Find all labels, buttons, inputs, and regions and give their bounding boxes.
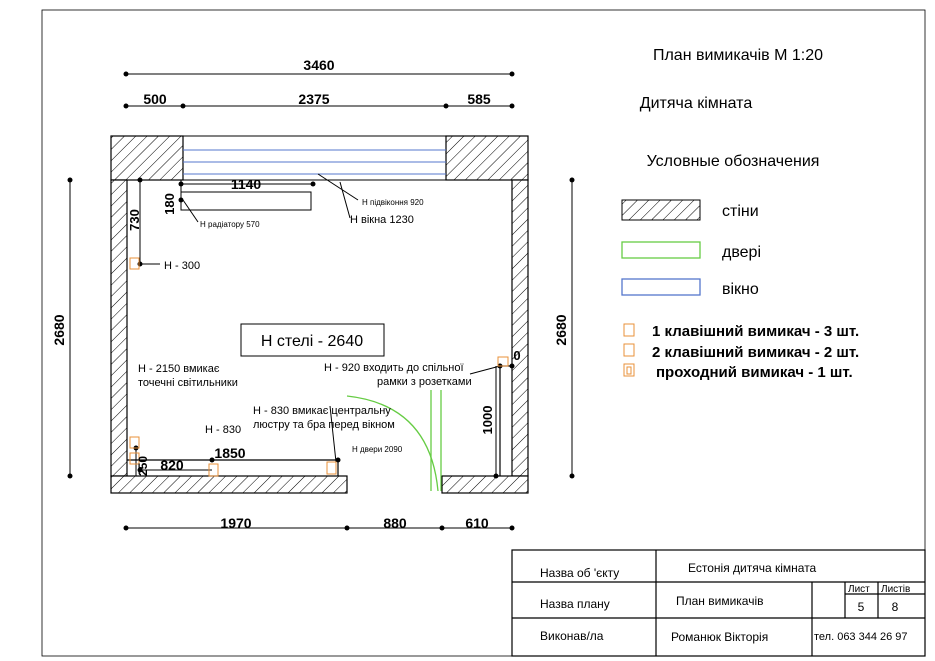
switch-1key-icon	[326, 461, 337, 475]
switch-2key-icon	[129, 452, 140, 465]
tb-phone: тел. 063 344 26 97	[814, 631, 908, 643]
dim-total-width: 3460	[303, 57, 334, 73]
legend-switchpass-label: проходний вимикач - 1 шт.	[656, 364, 853, 381]
note-h2150-line1: Н - 2150 вмикає	[138, 363, 220, 375]
note-h920-line2: рамки з розетками	[377, 376, 472, 388]
legend-title: Условные обозначения	[647, 153, 820, 170]
switch-1key-icon	[208, 463, 219, 477]
dim-bottom-left: 1970	[220, 515, 251, 531]
wall-left	[110, 179, 128, 477]
dim-bottom-mid: 880	[383, 515, 407, 531]
dim-top-mid: 2375	[298, 91, 329, 107]
wall-bottom-right	[441, 475, 529, 494]
tb-sheets-label: Листів	[881, 584, 910, 595]
note-window-height: Н вікна 1230	[350, 214, 414, 226]
legend-windows-swatch	[621, 278, 701, 296]
note-switch-h300: Н - 300	[164, 260, 200, 272]
dim-radiator-offset: 180	[162, 193, 177, 215]
legend-switchpass-icon	[623, 363, 635, 377]
legend-switch1-label: 1 клавішний вимикач - 3 шт.	[652, 323, 859, 340]
switch-pass-icon	[497, 356, 509, 367]
ceiling-box	[240, 323, 385, 357]
legend-windows-label: вікно	[722, 281, 759, 298]
tb-author-value: Романюк Вікторія	[671, 630, 768, 644]
tb-author-label: Виконав/ла	[540, 629, 604, 643]
legend-switch2-label: 2 клавішний вимикач - 2 шт.	[652, 344, 859, 361]
legend-switch1-icon	[623, 323, 635, 337]
dim-left-height: 2680	[51, 314, 67, 345]
switch-1key-icon	[129, 257, 140, 270]
dim-top-left: 500	[143, 91, 167, 107]
wall-top-right	[445, 135, 529, 181]
note-door-height: Н двери 2090	[352, 445, 403, 454]
wall-right	[511, 179, 529, 477]
switch-symbols	[129, 257, 509, 477]
dim-bottom-1850: 1850	[214, 445, 245, 461]
wall-top-left	[110, 135, 184, 181]
dim-radiator-width: 1140	[231, 176, 262, 192]
ceiling-height-label: Н стелі - 2640	[261, 333, 363, 350]
note-h2150-line2: точечні світильники	[138, 377, 238, 389]
sheet-frame	[41, 9, 926, 657]
tb-object-label: Назва об 'єкту	[540, 566, 619, 580]
dim-right-1000: 1000	[480, 406, 495, 435]
legend-walls-label: стіни	[722, 203, 759, 220]
window	[183, 135, 446, 181]
dim-right-height: 2680	[553, 314, 569, 345]
note-h920-line1: Н - 920 входить до спільної	[324, 362, 464, 374]
door	[346, 390, 442, 492]
plan-title: План вимикачів М 1:20	[653, 47, 823, 64]
dim-bottom-820: 820	[160, 457, 184, 473]
legend-walls-swatch	[621, 199, 701, 221]
note-radiator-height: Н радіатору 570	[200, 220, 260, 229]
legend-doors-label: двері	[722, 244, 761, 261]
dim-bottom-250: 250	[136, 456, 150, 476]
tb-plan-value: План вимикачів	[676, 594, 764, 608]
room-name: Дитяча кімната	[640, 95, 753, 112]
dim-right-0: 0	[513, 348, 520, 363]
wall-bottom-left	[110, 475, 348, 494]
legend-doors-swatch	[621, 241, 701, 259]
dimension-lines	[69, 73, 573, 529]
note-sill-height: Н підвіконня 920	[362, 198, 424, 207]
legend-switch2-icon	[623, 343, 635, 357]
walls	[110, 135, 529, 494]
radiator	[180, 191, 312, 211]
note-switch-h830: Н - 830	[205, 424, 241, 436]
tb-sheet-label: Лист	[848, 584, 870, 595]
note-h830-central-line2: люстру та бра перед вікном	[253, 419, 395, 431]
dim-left-730: 730	[127, 209, 142, 231]
note-h830-central-line1: Н - 830 вмикає центральну	[253, 405, 391, 417]
tb-object-value: Естонія дитяча кімната	[688, 561, 817, 575]
legend-switch-icons	[623, 323, 635, 377]
switch-2key-icon	[129, 436, 140, 449]
tb-sheet-value: 5	[858, 600, 865, 614]
tb-plan-label: Назва плану	[540, 597, 610, 611]
tb-sheets-value: 8	[892, 600, 899, 614]
title-block-lines	[511, 549, 926, 657]
dim-top-right: 585	[467, 91, 491, 107]
dim-bottom-right: 610	[465, 515, 489, 531]
